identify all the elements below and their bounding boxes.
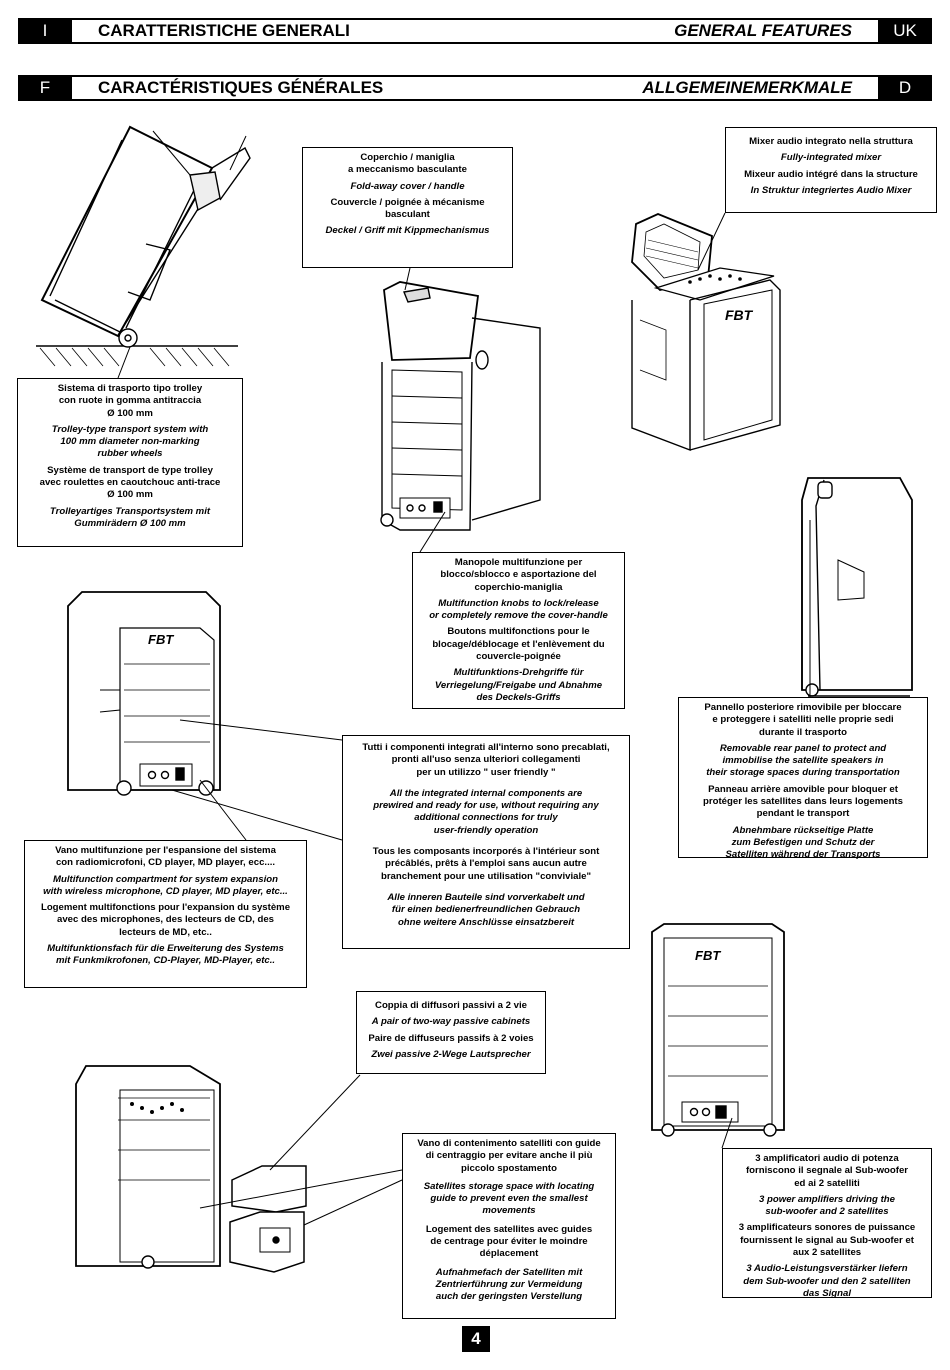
- amps-fr: 3 amplificateurs sonores de puissance fo…: [738, 1222, 916, 1259]
- front-view-illustration: FBT: [67, 591, 221, 796]
- amps-it: 3 amplificatori audio di potenza fornisc…: [745, 1153, 909, 1189]
- lang-code-uk: UK: [878, 18, 932, 44]
- header-bar-f-d: F CARACTÉRISTIQUES GÉNÉRALES ALLGEMEINEM…: [18, 75, 932, 101]
- amps-de: 3 Audio-Leistungsverstärker liefern dem …: [743, 1263, 911, 1299]
- cover-fr: Couvercle / poignée à mécanisme basculan…: [330, 196, 485, 221]
- lang-code-d: D: [878, 75, 932, 101]
- callout-prewired: Tutti i componenti integrati all'interno…: [342, 735, 630, 949]
- trolley-it: Sistema di trasporto tipo trolley con ru…: [57, 383, 203, 419]
- passive-it: Coppia di diffusori passivi a 2 vie: [375, 1000, 527, 1011]
- compartment-fr: Logement multifonctions pour l'expansion…: [40, 902, 291, 938]
- callout-cover-handle: Coperchio / maniglia a meccanismo bascul…: [302, 147, 513, 268]
- knobs-en: Multifunction knobs to lock/release or c…: [429, 597, 608, 622]
- mixer-en: Fully-integrated mixer: [780, 152, 882, 164]
- mixer-de: In Struktur integriertes Audio Mixer: [750, 184, 912, 196]
- brand-logo-front: FBT: [148, 632, 174, 647]
- trolley-en: Trolley-type transport system with 100 m…: [51, 423, 209, 460]
- trolley-fr: Système de transport de type trolley ave…: [39, 464, 221, 501]
- callout-knobs: Manopole multifunzione per blocco/sblocc…: [412, 552, 625, 709]
- brand-logo-mixer: FBT: [725, 307, 754, 323]
- trolley-de: Trolleyartiges Transportsystem mit Gummi…: [49, 505, 211, 529]
- cover-it: Coperchio / maniglia a meccanismo bascul…: [348, 152, 467, 176]
- compartment-en: Multifunction compartment for system exp…: [43, 873, 288, 897]
- rear-panel-fr: Panneau arrière amovible pour bloquer et…: [703, 783, 903, 820]
- title-uk: GENERAL FEATURES: [674, 21, 852, 40]
- rear-panel-en: Removable rear panel to protect and immo…: [706, 742, 900, 779]
- satellites-illustration: [75, 1065, 307, 1273]
- prewired-de: Alle inneren Bauteile sind vorverkabelt …: [387, 891, 585, 928]
- prewired-en: All the integrated internal components a…: [373, 787, 599, 836]
- rear-panel-it: Pannello posteriore rimovibile per blocc…: [704, 702, 902, 738]
- lang-code-it: I: [18, 18, 72, 44]
- storage-fr: Logement des satellites avec guides de c…: [425, 1223, 593, 1260]
- knobs-fr: Boutons multifonctions pour le blocage/d…: [432, 626, 605, 663]
- rear-panel-de: Abnehmbare rückseitige Platte zum Befest…: [725, 824, 881, 861]
- rear-panel-illustration: [801, 477, 913, 697]
- prewired-it: Tutti i componenti integrati all'interno…: [362, 742, 610, 778]
- trolley-tilted-illustration: [36, 125, 251, 367]
- cover-en: Fold-away cover / handle: [350, 180, 465, 192]
- callout-mixer: Mixer audio integrato nella struttura Fu…: [725, 127, 937, 213]
- callout-rear-panel: Pannello posteriore rimovibile per blocc…: [678, 697, 928, 860]
- callout-amplifiers: 3 amplificatori audio di potenza fornisc…: [722, 1148, 932, 1299]
- passive-fr: Paire de diffuseurs passifs à 2 voies: [368, 1032, 534, 1044]
- callout-storage: Vano di contenimento satelliti con guide…: [402, 1133, 616, 1319]
- compartment-it: Vano multifunzione per l'espansione del …: [55, 845, 276, 869]
- prewired-fr: Tous les composants incorporés à l'intér…: [372, 846, 600, 882]
- amps-en: 3 power amplifiers driving the sub-woofe…: [759, 1193, 895, 1218]
- knobs-it: Manopole multifunzione per blocco/sblocc…: [440, 557, 597, 593]
- title-f: CARACTÉRISTIQUES GÉNÉRALES: [98, 78, 384, 97]
- title-it: CARATTERISTICHE GENERALI: [98, 21, 350, 40]
- passive-en: A pair of two-way passive cabinets: [371, 1016, 531, 1028]
- header-bar-it-uk: I CARATTERISTICHE GENERALI GENERAL FEATU…: [18, 18, 932, 44]
- passive-de: Zwei passive 2-Wege Lautsprecher: [371, 1048, 531, 1060]
- compartment-de: Multifunktionsfach für die Erweiterung d…: [47, 943, 284, 967]
- mixer-it: Mixer audio integrato nella struttura: [749, 136, 913, 147]
- brand-logo-rear: FBT: [695, 948, 721, 963]
- callout-passive: Coppia di diffusori passivi a 2 vie A pa…: [356, 991, 546, 1074]
- lang-code-f: F: [18, 75, 72, 101]
- callout-compartment: Vano multifunzione per l'espansione del …: [24, 840, 307, 988]
- knobs-de: Multifunktions-Drehgriffe für Verriegelu…: [434, 667, 603, 703]
- mixer-fr: Mixeur audio intégré dans la structure: [744, 168, 918, 180]
- storage-it: Vano di contenimento satelliti con guide…: [417, 1138, 601, 1174]
- cover-de: Deckel / Griff mit Kippmechanismus: [325, 225, 490, 237]
- callout-trolley: Sistema di trasporto tipo trolley con ru…: [17, 378, 243, 547]
- rear-view-illustration: FBT: [651, 923, 785, 1137]
- page-number: 4: [462, 1326, 490, 1352]
- leader-lines: [117, 130, 811, 1226]
- storage-en: Satellites storage space with locating g…: [423, 1180, 595, 1217]
- storage-de: Aufnahmefach der Satelliten mit Zentrier…: [435, 1266, 583, 1303]
- title-d: ALLGEMEINEMERKMALE: [642, 78, 852, 97]
- cover-folded-illustration: [380, 281, 541, 531]
- mixer-open-illustration: FBT: [631, 213, 781, 452]
